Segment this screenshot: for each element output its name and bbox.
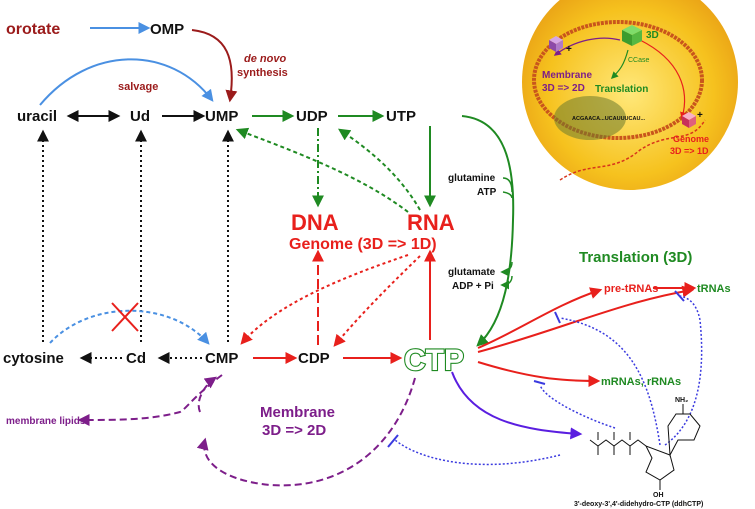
- arrow-utp-ctp: [461, 115, 515, 347]
- arrow-ctp-pretrnas: [477, 287, 603, 349]
- arrow-ctp-membrane: [196, 377, 416, 487]
- arrow-rna-cdp: [333, 255, 421, 347]
- arrow-cmp-membrane: [77, 374, 223, 426]
- node-ud: Ud: [130, 108, 150, 125]
- node-pre-trnas: pre-tRNAs: [604, 283, 658, 295]
- label-translation: Translation (3D): [579, 249, 692, 266]
- nucleoid: [554, 96, 626, 140]
- label-glutamate: glutamate: [448, 267, 496, 278]
- arrow-cell-membrane: [553, 37, 621, 56]
- cell-label-ccase: CCase: [628, 57, 650, 64]
- arrow-cmp-membrane-start: [197, 376, 217, 413]
- inhibit-bar-membrane: [387, 434, 399, 448]
- phosphate-chain: [589, 439, 647, 447]
- inhibit-mrnas: [539, 384, 616, 429]
- arrow-cell-genome: [639, 39, 688, 120]
- node-rna: RNA: [407, 210, 455, 235]
- label-salvage: salvage: [118, 81, 158, 93]
- cube-genome-icon: [682, 112, 696, 128]
- block-cross-icon: [111, 302, 139, 332]
- arrow-cell-translation: [610, 49, 629, 80]
- bracket-glutamate: [500, 261, 513, 277]
- cell-label-translation: Translation: [595, 84, 648, 95]
- bracket-adp: [500, 275, 513, 290]
- node-membrane-lipids: membrane lipids: [6, 416, 86, 427]
- dna-strand: [559, 119, 706, 181]
- cell-label-membrane-3d2d: 3D => 2D: [542, 83, 585, 94]
- cell-label-genome: Genome: [673, 134, 709, 144]
- arrow-rna-cmp: [240, 254, 409, 345]
- arrows: [37, 22, 703, 487]
- label-ddhctp: 3'-deoxy-3',4'-didehydro-CTP (ddhCTP): [574, 501, 703, 508]
- label-synthesis: synthesis: [237, 67, 288, 79]
- inhibit-membrane: [394, 439, 561, 466]
- arrow-rna-ump: [235, 127, 409, 213]
- nodes: orotate OMP de novo synthesis salvage ur…: [3, 21, 731, 439]
- node-cdp: CDP: [298, 350, 330, 367]
- node-cmp: CMP: [205, 350, 238, 367]
- ddhctp-structure: [589, 404, 701, 490]
- node-mrnas-rrnas: mRNAs, rRNAs: [601, 376, 681, 388]
- label-nh2: NH₂: [675, 397, 688, 404]
- inhibit-bar-mrnas: [533, 380, 546, 385]
- cell-inset: + + 3D CCase Translation Membrane 3D => …: [522, 0, 738, 190]
- node-ump: UMP: [205, 108, 238, 125]
- label-atp: ATP: [477, 187, 497, 198]
- cell-membrane: [532, 20, 704, 140]
- label-oh: OH: [653, 492, 664, 499]
- bracket-atp: [502, 191, 513, 199]
- arrow-cytosine-cmp: [49, 309, 210, 345]
- cell-label-3d: 3D: [646, 30, 659, 41]
- node-uracil: uracil: [17, 108, 57, 125]
- label-membrane: Membrane: [260, 404, 335, 421]
- bracket-glutamine-atp: [502, 177, 513, 193]
- inhibit-bar-pretrnas: [554, 311, 561, 324]
- node-trnas: tRNAs: [697, 283, 731, 295]
- cell-label-sequence: ACGAACA...UCAUUUCAU...: [572, 116, 645, 122]
- inhibit-pretrnas: [559, 317, 661, 446]
- inhibit-bar-trnas: [674, 290, 685, 302]
- label-glutamine: glutamine: [448, 173, 496, 184]
- node-udp: UDP: [296, 108, 328, 125]
- node-cytosine: cytosine: [3, 350, 64, 367]
- arrow-ctp-mrnas: [477, 361, 601, 387]
- arrow-omp-ump: [191, 29, 238, 103]
- node-utp: UTP: [386, 108, 416, 125]
- cell-plus-genome: +: [697, 110, 703, 121]
- cell-body: [522, 0, 738, 190]
- arrow-rna-udp: [338, 128, 421, 211]
- cell-plus-membrane: +: [566, 44, 572, 55]
- arrow-salvage: [39, 58, 214, 106]
- arrow-ctp-ddhctp: [451, 371, 583, 440]
- label-de-novo: de novo: [244, 53, 286, 65]
- node-orotate: orotate: [6, 21, 60, 38]
- cube-3d-icon: [622, 25, 642, 46]
- arrow-ctp-trnas: [477, 285, 695, 353]
- cube-membrane-icon: [549, 36, 563, 52]
- node-omp: OMP: [150, 21, 184, 38]
- label-adp-pi: ADP + Pi: [452, 281, 494, 292]
- cell-label-membrane: Membrane: [542, 70, 592, 81]
- node-cd: Cd: [126, 350, 146, 367]
- node-ctp: CTP: [404, 344, 464, 377]
- label-genome: Genome (3D => 1D): [289, 236, 437, 253]
- label-membrane-3d2d: 3D => 2D: [262, 422, 326, 439]
- base-ring: [667, 413, 701, 457]
- cell-label-genome-3d1d: 3D => 1D: [670, 146, 709, 156]
- node-dna: DNA: [291, 210, 339, 235]
